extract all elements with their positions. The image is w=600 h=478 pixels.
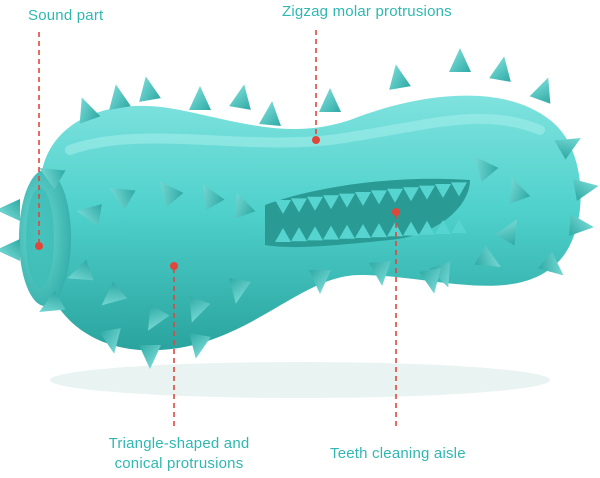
callout-dot-cleaning [392, 208, 400, 216]
spike [369, 261, 391, 286]
zigzag-tooth [291, 227, 307, 242]
zigzag-teeth [275, 182, 467, 242]
spike [489, 56, 511, 82]
spike [101, 281, 128, 306]
spike [474, 156, 499, 183]
spike [573, 179, 599, 201]
spike [419, 268, 441, 294]
label-zigzag-molar: Zigzag molar protrusions [282, 3, 452, 20]
zigzag-tooth [307, 226, 323, 241]
zigzag-tooth [291, 198, 307, 213]
spike [76, 204, 102, 226]
conical-spikes [0, 48, 599, 369]
spike [159, 181, 184, 208]
spike [529, 77, 551, 104]
zigzag-tooth [435, 184, 451, 198]
zigzag-tooth [307, 196, 323, 211]
spike [449, 48, 471, 72]
zigzag-tooth [323, 225, 339, 240]
spike [474, 245, 501, 267]
spike [189, 333, 211, 359]
zigzag-tooth [275, 200, 291, 214]
zigzag-tooth [339, 193, 355, 208]
label-sound-part: Sound part [28, 7, 104, 24]
zigzag-tooth [275, 228, 291, 242]
spike [189, 296, 211, 323]
toy-highlight [65, 113, 545, 155]
zigzag-tooth [403, 187, 419, 202]
spike [109, 188, 136, 210]
spike [319, 88, 341, 112]
label-triangle-line2: conical protrusions [114, 455, 244, 472]
spike [229, 84, 251, 110]
zigzag-tooth [387, 188, 403, 203]
spike [139, 76, 161, 102]
zigzag-tooth [451, 219, 467, 234]
spike [309, 270, 331, 294]
spike [0, 199, 20, 221]
spike [569, 214, 594, 236]
spike [109, 84, 131, 110]
spike [389, 64, 411, 90]
spike [259, 101, 281, 126]
zigzag-tooth [387, 222, 403, 237]
zigzag-tooth [339, 224, 355, 239]
spike [39, 168, 66, 190]
spike [429, 261, 451, 288]
zigzag-tooth [371, 223, 387, 238]
zigzag-tooth [371, 190, 387, 205]
spike [203, 184, 225, 211]
spike [537, 251, 564, 276]
spike [99, 328, 121, 354]
zigzag-tooth [419, 185, 435, 200]
floor-shadow [50, 362, 550, 398]
spike [67, 259, 94, 281]
zigzag-tooth [419, 220, 435, 235]
zigzag-tooth [355, 192, 371, 206]
spike [509, 177, 531, 204]
callout-dot-triangle [170, 262, 178, 270]
spike [139, 345, 161, 369]
zigzag-tooth [403, 221, 419, 236]
zigzag-tooth [323, 195, 339, 210]
spike [0, 239, 20, 261]
callout-dot-zigzag [312, 136, 320, 144]
spike [39, 290, 66, 312]
spike [79, 97, 101, 124]
label-triangle-line1: Triangle-shaped and [108, 435, 250, 452]
spike [148, 304, 170, 331]
zigzag-tooth [355, 224, 371, 238]
zigzag-tooth [435, 220, 451, 234]
spike [495, 219, 517, 246]
spike [229, 278, 251, 304]
spike [554, 138, 581, 160]
zigzag-tooth [451, 182, 467, 197]
spike [189, 86, 211, 110]
label-triangle-protrusions: Triangle-shaped and conical protrusions [94, 434, 264, 474]
callout-dot-sound [35, 242, 43, 250]
spike [234, 192, 256, 219]
label-teeth-cleaning: Teeth cleaning aisle [330, 445, 466, 462]
